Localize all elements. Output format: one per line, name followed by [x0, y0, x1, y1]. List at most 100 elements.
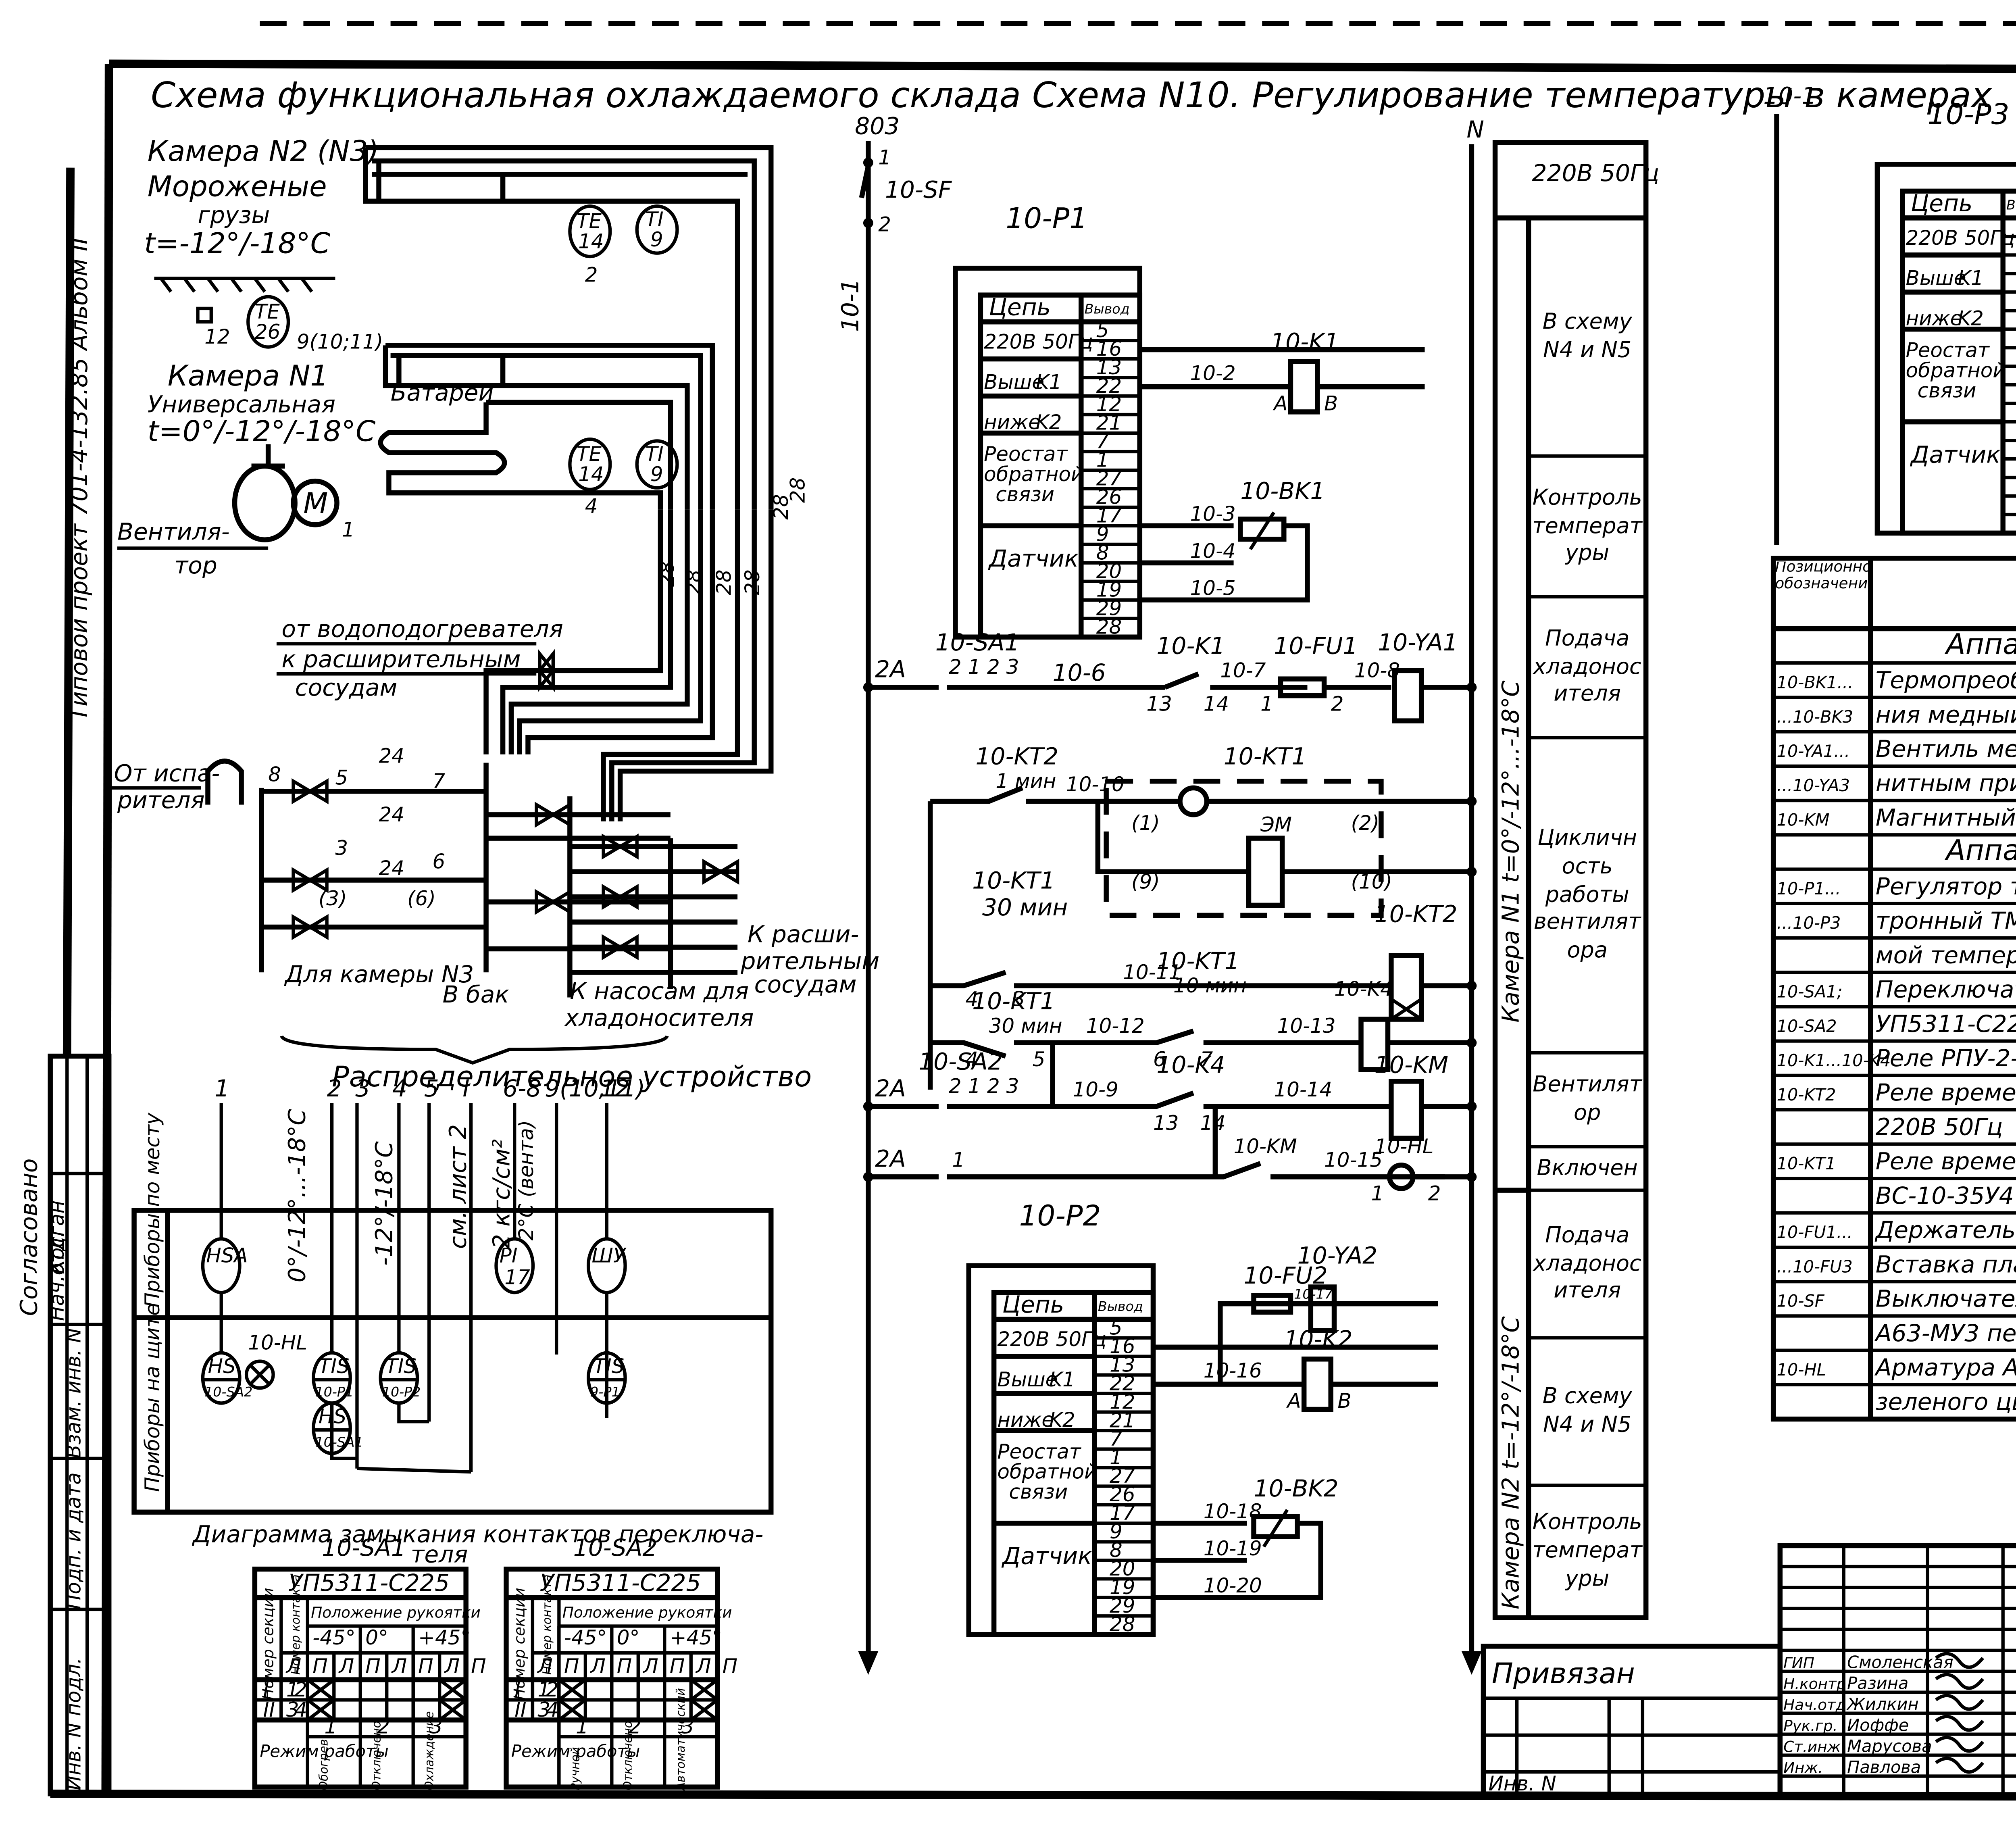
svg-text:0°/-12°...-18°C: 0°/-12°...-18°C — [283, 1109, 311, 1282]
spec-row: 10-SA1;Переключатель универсальный — [1776, 976, 2016, 1003]
brace — [280, 1035, 669, 1065]
closed-contact-mark — [438, 1698, 467, 1721]
svg-text:(2): (2) — [1351, 811, 1380, 835]
svg-text:B: B — [1324, 392, 1338, 415]
svg-text:(6): (6) — [407, 887, 436, 910]
svg-text:10-YA1: 10-YA1 — [1378, 629, 1458, 656]
svg-text:-45°: -45° — [312, 1626, 355, 1649]
sensor-te-upper: TE 14 2 — [568, 204, 612, 286]
column-number: 6-8 — [503, 1075, 541, 1102]
svg-text:220В 50Гц: 220В 50Гц — [997, 1328, 1106, 1351]
svg-text:9: 9 — [650, 228, 663, 251]
svg-text:ЭМ: ЭМ — [1260, 813, 1292, 836]
fan-pos: 1 — [342, 518, 355, 541]
svg-text:П: П — [723, 1655, 738, 1678]
terminal-pin: 9 — [1110, 1520, 1123, 1543]
relay-coil — [1288, 359, 1320, 415]
item-name: Вентиль мембранный с электромаг- — [1876, 735, 2016, 763]
position-code: 10-SF — [1776, 1291, 1824, 1311]
to-expansion-right: К расши- — [748, 920, 859, 948]
position-code: 10-HL — [1776, 1360, 1826, 1380]
terminal-pin: 16 — [1110, 1334, 1135, 1358]
svg-text:28: 28 — [786, 477, 809, 503]
function-cell: Подача хладоносителя — [1533, 1223, 1641, 1305]
column-number: 1 — [215, 1075, 229, 1102]
svg-text:(9): (9) — [1131, 870, 1160, 893]
svg-text:2: 2 — [585, 263, 598, 286]
svg-text:2: 2 — [629, 1715, 641, 1738]
svg-text:П: П — [670, 1655, 685, 1678]
svg-text:30 мин: 30 мин — [989, 1014, 1062, 1038]
rung-timers: 10-KT2 1 мин 10-10 10-KT1 (1) (2) ЭМ (9)… — [927, 743, 1477, 1090]
svg-text:10-K1: 10-K1 — [1156, 632, 1225, 659]
item-name: ВС-10-35У4 220В 50Гц — [1876, 1182, 2016, 1209]
svg-text:3: 3 — [681, 1715, 694, 1738]
item-name: Реле времени РВП72-3222-00У4 — [1876, 1079, 2016, 1106]
terminal-pin: 22 — [1110, 1371, 1135, 1395]
svg-text:10-K4: 10-K4 — [1334, 977, 1393, 1000]
svg-text:28: 28 — [682, 569, 706, 595]
svg-text:10-19: 10-19 — [1204, 1537, 1262, 1560]
svg-text:A: A — [1286, 1389, 1301, 1413]
svg-text:HS: HS — [208, 1355, 235, 1378]
svg-text:Реостат: Реостат — [984, 442, 1068, 466]
svg-text:2: 2 — [1331, 692, 1344, 716]
switch-name: 10-SA2 — [573, 1534, 658, 1561]
svg-text:TE: TE — [577, 209, 602, 233]
item-name: мой температуры -20°...+20°С вариант А — [1876, 941, 2016, 969]
sensor-12-label: 12 — [204, 325, 230, 348]
for-chamber3-label: Для камеры N3 — [284, 961, 474, 988]
svg-text:(3): (3) — [319, 887, 347, 910]
indicator-ti-lower: TI 9 — [635, 439, 679, 490]
rung-sa1: 2A 10-SA1 2 1 2 3 10-6 10-K1 13 14 10-7 … — [863, 629, 1477, 723]
column-number: 9(10,11) — [545, 1075, 645, 1102]
item-name: Вставка плавкая 1А ВП3Б-1 — [1876, 1250, 2016, 1278]
terminal-pin: 8 — [1096, 541, 1109, 565]
staff-role: Ст.инж — [1783, 1738, 1841, 1755]
svg-text:1 мин: 1 мин — [996, 769, 1056, 793]
to-expansion-right2: рительным — [740, 947, 879, 975]
column-number: 4 — [392, 1075, 407, 1102]
terminal-pin: 21 — [1110, 1409, 1135, 1432]
svg-text:обратной: обратной — [997, 1460, 1097, 1484]
spec-row: А63-МУ3 переменного тока 2,5×21 — [1874, 1319, 2016, 1347]
function-cell: В схему N4 и N5 — [1542, 1385, 1632, 1438]
svg-text:2: 2 — [546, 1678, 559, 1701]
spec-row: 10-P1...Регулятор температуры микроэлек- — [1776, 873, 2016, 900]
svg-text:I: I — [514, 1678, 521, 1701]
svg-text:Нач.отд.: Нач.отд. — [45, 1231, 69, 1321]
terminal-pin: 19 — [1110, 1576, 1135, 1599]
instrument-bubble-local: ШУ — [586, 1237, 627, 1294]
svg-text:2: 2 — [294, 1678, 307, 1701]
terminal-pin: 16 — [1096, 337, 1122, 361]
position-code: 10-KM — [1776, 810, 1829, 829]
svg-text:4: 4 — [965, 987, 978, 1011]
spec-row: 10-YA1...Вентиль мембранный с электромаг… — [1776, 735, 2016, 763]
to-pumps-label: К насосам для — [570, 977, 749, 1005]
sheet-frame: 36 — [50, 21, 2016, 1801]
functional-diagram: Камера N2 (N3) Мороженые грузы t=-12°/-1… — [110, 134, 879, 1093]
svg-text:17: 17 — [504, 1265, 530, 1289]
chamber2-cargo: Мороженые — [148, 169, 327, 203]
terminal-pin: 1 — [1110, 1446, 1123, 1469]
lamp-icon — [244, 1359, 275, 1390]
svg-text:Выше: Выше — [997, 1368, 1058, 1391]
terminal-pin: 26 — [1110, 1483, 1135, 1506]
from-heater-label: от водоподогревателя — [281, 615, 563, 643]
margin-stamp: Согласовано Нач.отд. Косган Взам. инв. N… — [15, 1053, 112, 1796]
svg-text:связи: связи — [996, 483, 1054, 506]
spec-row: зеленого цвета1 — [1876, 1388, 2016, 1415]
from-evaporator-label: От испа- — [114, 759, 220, 787]
svg-text:TE: TE — [577, 442, 602, 466]
svg-text:10-9: 10-9 — [1073, 1078, 1118, 1101]
spec-row: 10-SFВыключатель автоматический — [1776, 1285, 2016, 1313]
